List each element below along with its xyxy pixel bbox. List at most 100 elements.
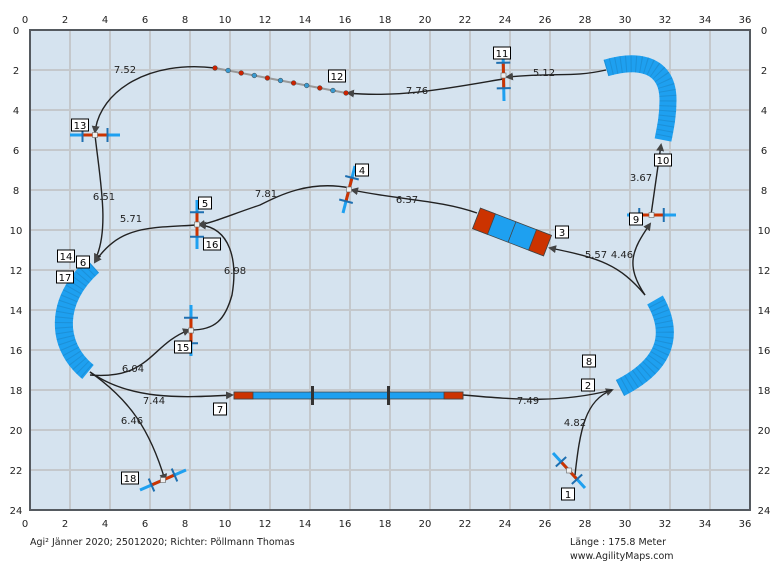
path-17-18 [89,371,168,482]
jump-center [194,221,200,228]
jump-wing [571,473,583,485]
number-box [56,270,74,284]
jump-center [188,327,194,334]
x-tick-label: 34 [699,15,712,26]
y-tick-label: 24 [10,506,23,517]
distance-label: 3.67 [630,173,652,184]
course-info: Agi² Jänner 2020; 25012020; Richter: Pöl… [30,537,295,548]
x-tick-label: 8 [182,519,188,530]
number-box [121,471,139,485]
tire-dot [225,67,231,74]
x-tick-label: 24 [499,519,512,530]
y-tick-label: 10 [758,226,771,237]
x-tick-label: 16 [339,15,352,26]
jump-wing [344,175,360,181]
y-tick-label: 6 [761,146,767,157]
course-lines [89,66,665,482]
obstacle-number-text: 4 [359,166,365,177]
y-tick-label: 24 [758,506,771,517]
y-tick-label: 20 [758,426,771,437]
x-tick-label: 32 [659,15,672,26]
path-4-5 [197,185,351,228]
x-tick-label: 16 [339,519,352,530]
number-box [629,212,643,226]
obstacle-number-7: 7 [213,402,227,416]
distance-label: 7.52 [114,65,136,76]
number-box [174,340,192,354]
course-length: Länge : 175.8 Meter [570,537,666,548]
x-tick-label: 6 [142,519,148,530]
obstacle-number-9: 9 [629,212,643,226]
jump-wing [170,468,179,482]
jump-center [346,186,352,193]
number-box [355,163,369,177]
jump-wing [555,456,567,468]
y-tick-label: 8 [761,186,767,197]
site-link[interactable]: www.AgilityMaps.com [570,551,674,562]
obstacle-number-text: 8 [586,357,592,368]
number-box [213,402,227,416]
obstacle-number-6: 6 [76,255,90,269]
number-box [203,237,221,251]
number-box [555,225,569,239]
x-tick-label: 18 [379,15,392,26]
obstacle-number-11: 11 [493,46,511,60]
path-14-15 [89,328,191,377]
number-box [76,255,90,269]
x-tick-label: 36 [739,519,752,530]
number-box [561,487,575,501]
x-tick-label: 32 [659,519,672,530]
x-tick-label: 14 [299,15,312,26]
path-7-8 [462,389,613,400]
obstacle-number-1: 1 [561,487,575,501]
x-tick-label: 10 [219,519,232,530]
number-box [493,46,511,60]
y-tick-label: 0 [13,26,19,37]
jump-center [566,467,572,474]
tire-dot [212,65,218,71]
jump-wing [147,478,156,492]
distance-label: 4.46 [611,250,633,261]
obstacle-number-15: 15 [174,340,192,354]
path-13-14 [94,134,104,262]
path-12-13 [91,66,216,134]
x-tick-label: 12 [259,519,272,530]
obstacle-number-text: 7 [217,405,223,416]
number-box [654,153,672,167]
y-tick-label: 22 [10,466,23,477]
y-tick-label: 22 [758,466,771,477]
y-tick-label: 8 [13,186,19,197]
x-tick-label: 2 [62,15,68,26]
x-tick-label: 28 [579,15,592,26]
obstacle-number-text: 12 [331,72,344,83]
distance-label: 6.51 [93,192,115,203]
y-tick-label: 14 [758,306,771,317]
obstacle-number-text: 16 [206,240,219,251]
dog-walk-7 [233,386,464,405]
y-tick-label: 2 [13,66,19,77]
obstacle-number-13: 13 [71,118,89,132]
jump-center [92,132,98,138]
path-10-11 [505,69,607,81]
y-tick-label: 6 [13,146,19,157]
jump-center [500,72,507,79]
x-tick-label: 18 [379,519,392,530]
path-2-3 [548,245,646,296]
tire-dot [330,87,336,94]
y-tick-label: 14 [10,306,23,317]
obstacle-number-14: 14 [57,249,75,263]
grid [31,31,749,509]
path-15-16 [190,221,235,331]
obstacle-number-text: 9 [633,215,639,226]
tire-dot [238,70,244,76]
number-box [581,378,595,392]
tunnel-texture [603,55,677,142]
obstacle-number-text: 15 [177,343,190,354]
tire-12 [212,65,349,96]
tire-dot [304,82,310,89]
obstacle-number-text: 17 [59,273,72,284]
obstacle-number-5: 5 [198,196,212,210]
obstacle-number-text: 11 [496,49,509,60]
